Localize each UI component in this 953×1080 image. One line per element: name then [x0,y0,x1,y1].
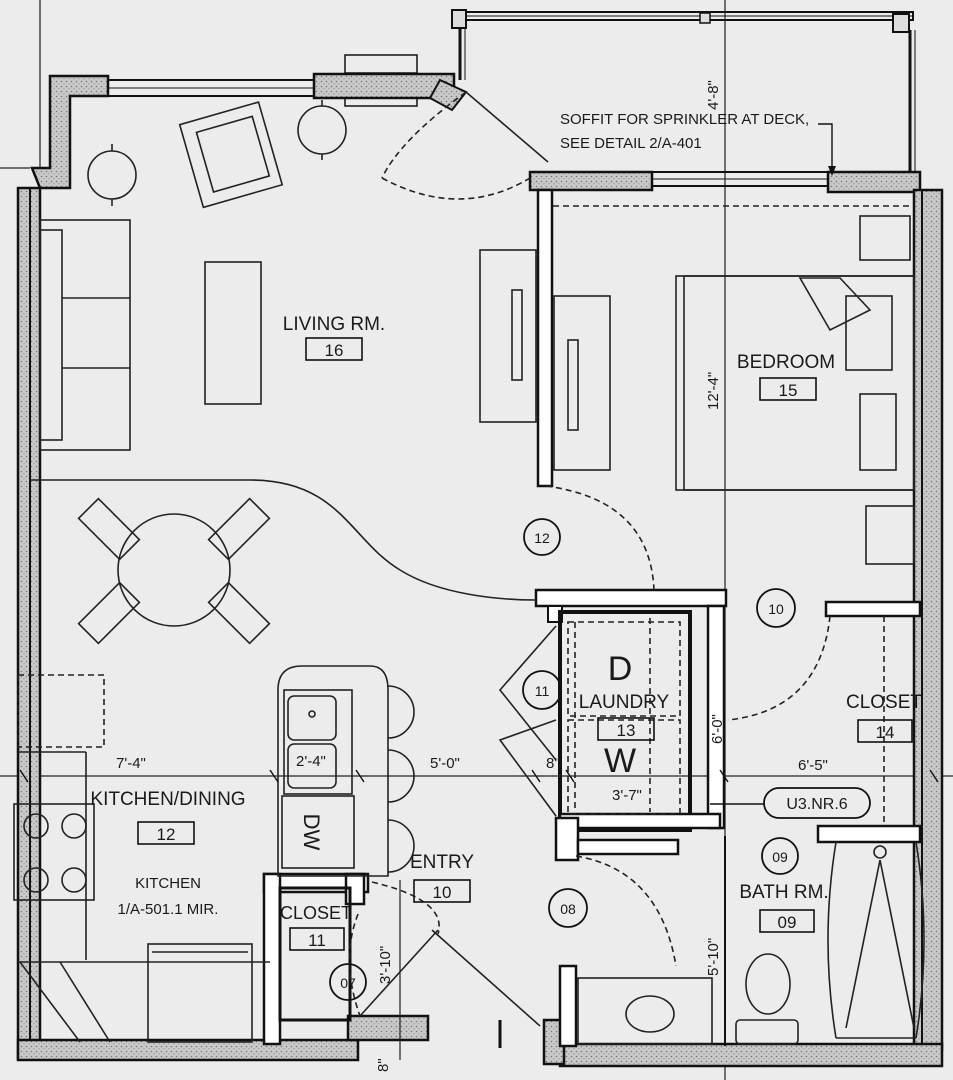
room-name-closet-bedroom: CLOSET [846,692,922,713]
bath-fixtures [577,616,925,1045]
kitchen-note-line1: KITCHEN [135,875,201,892]
door-tags: 12 10 11 09 08 07 [329,518,799,1001]
room-number-living: 16 [325,341,344,360]
bedroom-furniture [553,205,915,565]
dim-laundry-width: 3'-7" [612,787,642,804]
dim-bedroom-right: 6'-5" [798,757,828,774]
dim-entry-width: 5'-0" [430,755,460,772]
soffit-note-line1: SOFFIT FOR SPRINKLER AT DECK, [560,111,809,128]
interior-walls [262,188,922,1048]
room-number-laundry: 13 [617,721,636,740]
dim-bottom-offset: 8" [375,1058,392,1072]
living-furniture [30,100,611,645]
room-name-laundry: LAUNDRY [579,692,670,713]
room-number-entry: 10 [433,883,452,902]
unit-tag: U3.NR.6 [786,796,847,813]
dim-kitchen-width: 7'-4" [116,755,146,772]
kitchen-furniture [13,665,415,1043]
room-labels: LIVING RM. 16 BEDROOM 15 KITCHEN/DINING … [90,314,922,951]
door-tag: 08 [560,901,576,917]
dim-bedroom-depth: 12'-4" [705,372,722,410]
room-name-bath: BATH RM. [739,882,828,903]
soffit-note-line2: SEE DETAIL 2/A-401 [560,135,702,152]
exterior-walls [16,54,944,1068]
dim-sink-width: 2'-4" [296,753,326,770]
room-name-living: LIVING RM. [283,314,385,335]
door-tag: 11 [535,683,550,699]
room-number-closet-entry: 11 [308,931,326,950]
dim-closet-entry-depth: 3'-10" [377,946,394,984]
room-name-bedroom: BEDROOM [737,352,835,373]
dim-closet-depth: 6'-0" [709,714,726,744]
room-name-entry: ENTRY [410,852,474,873]
dim-laundry-gap: 8" [546,755,560,772]
dryer-symbol: D [608,650,633,688]
dim-deck: 4'-8" [705,80,722,110]
door-tag: 07 [340,975,356,991]
kitchen-note-line2: 1/A-501.1 MIR. [118,901,219,918]
laundry-furniture [567,618,681,815]
deck [451,9,916,175]
room-name-closet-entry: CLOSET [280,903,352,923]
door-tag: 12 [534,530,550,546]
door-tag: 09 [772,849,788,865]
washer-symbol: W [604,742,636,780]
door-tag: 10 [768,601,784,617]
dimensions: 4'-8" 12'-4" 7'-4" 2'-4" 5'-0" 8" 3'-7" … [19,80,939,1072]
dishwasher-symbol: DW [299,814,324,851]
notes: SOFFIT FOR SPRINKLER AT DECK, SEE DETAIL… [118,111,871,918]
room-number-bedroom: 15 [779,381,798,400]
room-number-kitchen: 12 [157,825,176,844]
room-number-bath: 09 [778,913,797,932]
room-name-kitchen: KITCHEN/DINING [90,789,245,810]
dim-bath-depth: 5'-10" [705,938,722,976]
door-swings [348,91,831,1048]
room-number-closet-bedroom: 14 [876,723,895,742]
